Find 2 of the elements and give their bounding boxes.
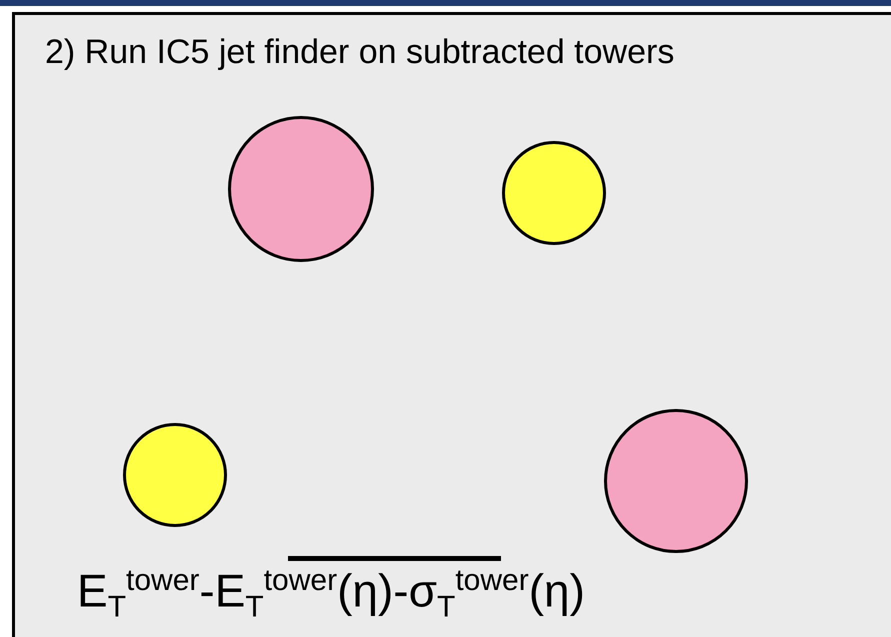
title: 2) Run IC5 jet finder on subtracted towers [45,33,674,72]
formula: E$_{T}$$^{tower}$-E$_{T}$$^{tower}$(η)-σ$_{T}$$^{tower}$(η) [77,563,585,626]
